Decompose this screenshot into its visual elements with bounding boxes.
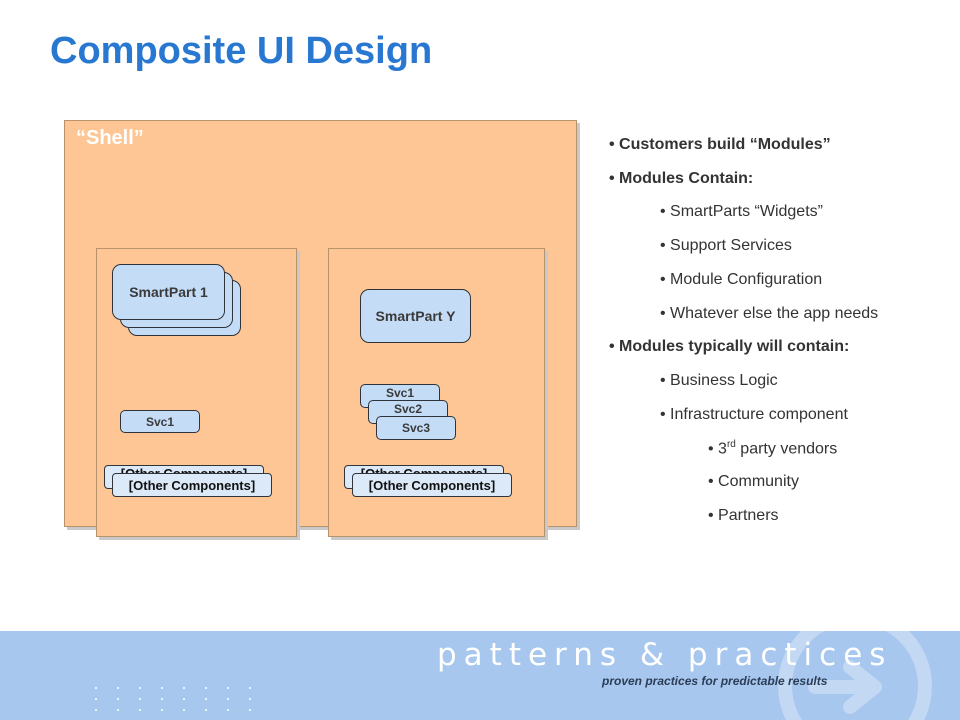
smartpart-1-label: SmartPart 1 [129,284,208,300]
bullet-marker: • [660,271,671,288]
module-2-svc2-label: Svc2 [393,402,423,416]
decorative-dot [205,709,207,711]
bullet-marker: • [708,440,719,458]
bullet-marker: • [660,305,671,322]
bullet-marker: • [609,170,620,187]
decorative-dot [183,709,185,711]
bullet-marker: • [660,406,671,423]
bullet-text: Customers build “Modules” [619,136,831,153]
bullet-marker: • [708,473,719,490]
decorative-dot [183,698,185,700]
decorative-dot [95,698,97,700]
smartpart-y: SmartPart Y [360,289,471,343]
bullet-text: SmartParts “Widgets” [670,203,823,220]
decorative-dot [139,698,141,700]
bullet-marker: • [609,136,620,153]
module-2-other-components-label: [Other Components] [368,477,496,493]
bullet-text: Module Configuration [670,271,823,288]
bullet-item: • Module Configuration [660,271,822,289]
module-1-svc1-label: Svc1 [145,414,175,429]
module-2-other-components: [Other Components] [352,473,512,497]
decorative-dot [161,709,163,711]
decorative-dot [117,698,119,700]
bullet-text: Business Logic [670,372,778,389]
module-2-svc1-label: Svc1 [385,386,415,400]
smartpart-y-label: SmartPart Y [375,308,456,324]
brand-tagline: proven practices for predictable results [602,674,828,688]
brand-wordmark: patterns & practices [437,637,893,673]
bullet-marker: • [660,237,671,254]
decorative-dot [205,687,207,689]
slide-title: Composite UI Design [50,30,433,72]
shell-label: “Shell” [76,127,144,149]
bullet-item: • Infrastructure component [660,406,848,424]
decorative-dot [139,687,141,689]
bullet-item: • Community [708,473,799,491]
decorative-dot [227,698,229,700]
bullet-superscript: rd [726,439,736,450]
bullet-text: Infrastructure component [670,406,848,423]
bullet-text: Partners [718,507,779,524]
decorative-dot [161,687,163,689]
decorative-dot [95,709,97,711]
footer-banner: patterns & practices proven practices fo… [0,631,960,720]
decorative-dot [227,687,229,689]
bullet-text: Modules typically will contain: [619,338,850,355]
module-2-svc3-label: Svc3 [401,421,431,435]
arrow-right-icon [778,631,932,720]
decorative-dot [227,709,229,711]
smartpart-1: SmartPart 1 [112,264,225,320]
decorative-dot [249,698,251,700]
decorative-dot [139,709,141,711]
decorative-dot [117,687,119,689]
bullet-text: 3 [718,440,727,458]
bullet-marker: • [660,372,671,389]
bullet-marker: • [609,338,620,355]
module-2-svc3: Svc3 [376,416,456,440]
decorative-dot [249,687,251,689]
decorative-dot [161,698,163,700]
bullet-item: • Partners [708,507,779,525]
bullet-item: • Business Logic [660,372,778,390]
bullet-text: Community [718,473,799,490]
bullet-item: • SmartParts “Widgets” [660,203,823,221]
bullet-text: Support Services [670,237,792,254]
bullet-item: • 3rd party vendors [708,439,837,458]
bullet-marker: • [708,507,719,524]
module-1-svc1: Svc1 [120,410,200,433]
bullet-item: • Support Services [660,237,792,255]
bullet-item: • Customers build “Modules” [609,136,831,154]
bullet-marker: • [660,203,671,220]
decorative-dot [183,687,185,689]
module-1-other-components: [Other Components] [112,473,272,497]
bullet-item: • Modules Contain: [609,170,753,188]
decorative-dot [249,709,251,711]
bullet-text-suffix: party vendors [735,440,838,458]
bullet-text: Whatever else the app needs [670,305,879,322]
decorative-dot [205,698,207,700]
module-1-other-components-label: [Other Components] [128,477,256,493]
bullet-text: Modules Contain: [619,170,754,187]
bullet-item: • Whatever else the app needs [660,305,878,323]
decorative-dot [95,687,97,689]
decorative-dot [117,709,119,711]
bullet-item: • Modules typically will contain: [609,338,849,356]
